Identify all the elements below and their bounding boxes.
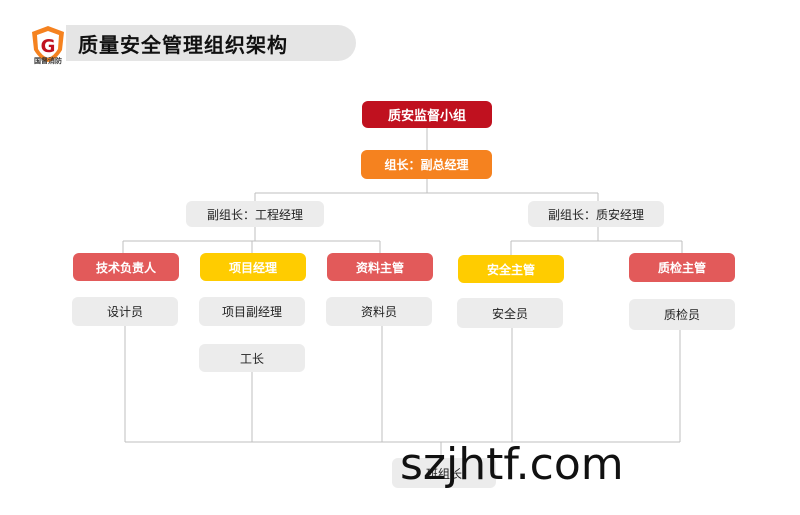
root-node: 质安监督小组	[362, 101, 492, 128]
deputy-pm-node: 项目副经理	[199, 297, 305, 326]
deputy-right-node: 副组长：质安经理	[528, 201, 664, 227]
data-head-node: 资料主管	[327, 253, 433, 281]
tech-head-node: 技术负责人	[73, 253, 179, 281]
title-bar: 质量安全管理组织架构	[66, 25, 356, 61]
svg-text:G: G	[41, 36, 56, 57]
quality-inspector-node: 质检员	[629, 299, 735, 330]
project-manager-node: 项目经理	[200, 253, 306, 281]
company-logo-icon: G	[32, 26, 64, 62]
safety-officer-node: 安全员	[457, 298, 563, 328]
foreman-node: 工长	[199, 344, 305, 372]
watermark-text: szjhtf.com	[400, 439, 624, 490]
designer-node: 设计员	[72, 297, 178, 326]
logo-text: 国督消防	[34, 57, 62, 65]
quality-head-node: 质检主管	[629, 253, 735, 282]
page-title: 质量安全管理组织架构	[78, 32, 288, 57]
deputy-left-node: 副组长：工程经理	[186, 201, 324, 227]
data-clerk-node: 资料员	[326, 297, 432, 326]
team-leader-node: 班组长	[392, 458, 496, 488]
safety-head-node: 安全主管	[458, 255, 564, 283]
leader-node: 组长：副总经理	[361, 150, 492, 179]
